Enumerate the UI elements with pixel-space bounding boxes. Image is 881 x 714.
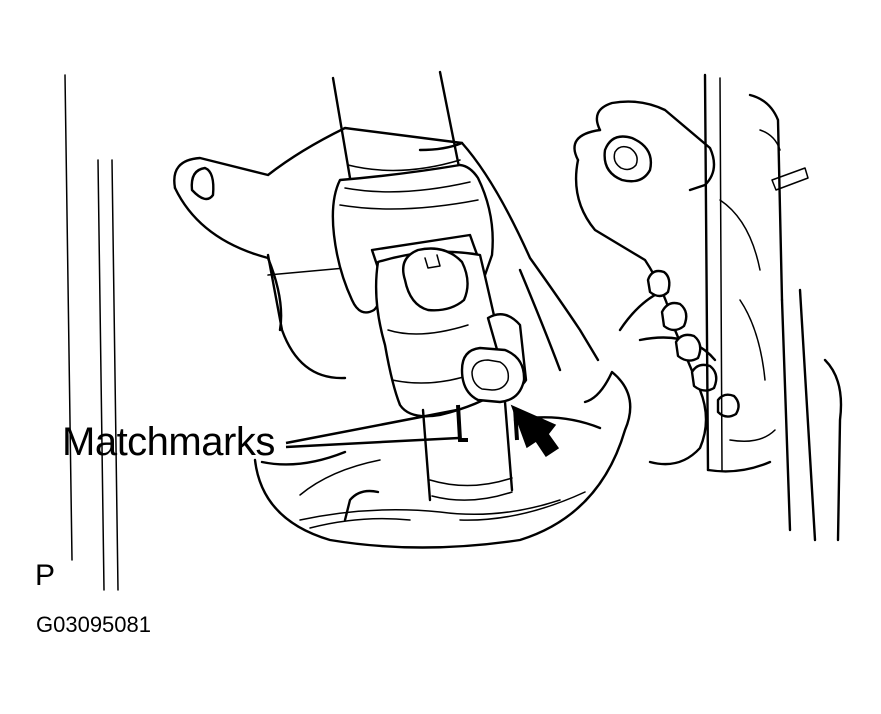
upper-steering-shaft (331, 70, 462, 180)
right-support-bracket (573, 100, 740, 466)
intermediate-shaft (421, 400, 514, 502)
figure-code: G03095081 (36, 612, 151, 637)
lower-boot (253, 370, 632, 549)
view-letter: P (35, 559, 56, 592)
matchmarks-label: Matchmarks (62, 420, 275, 464)
right-frame-rails (703, 73, 843, 542)
left-body-rails (64, 74, 119, 591)
pinch-bolt (460, 313, 528, 404)
callout-leader-lines (285, 408, 460, 449)
universal-joint-yoke (331, 163, 503, 418)
direction-arrow-icon (510, 404, 560, 458)
mounting-bracket (173, 126, 600, 380)
